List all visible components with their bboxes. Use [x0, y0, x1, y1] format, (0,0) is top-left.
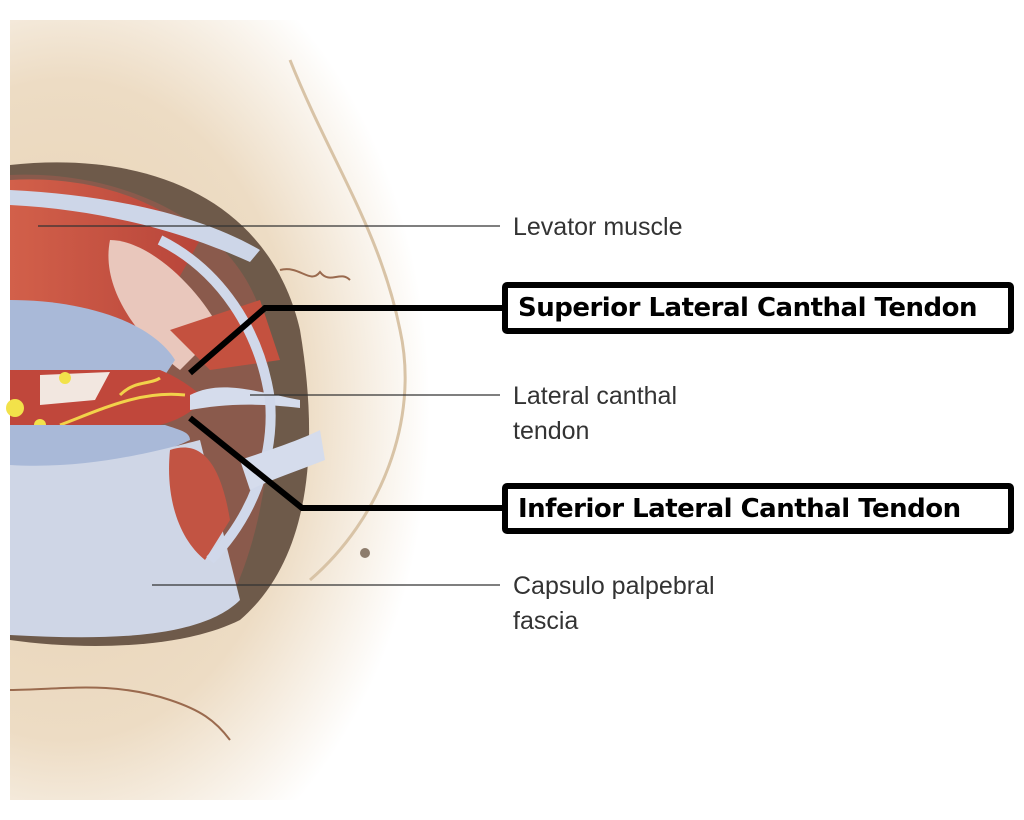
superior-leader-line	[188, 305, 505, 376]
upper-tarsus	[10, 300, 175, 375]
capsulo-label-line1: Capsulo palpebral	[513, 572, 715, 600]
levator-label: Levator muscle	[513, 213, 683, 241]
lateral-canthal-label-line1: Lateral canthal	[513, 382, 678, 410]
capsulo-label-line2: fascia	[513, 607, 579, 635]
inferior-callout-label: Inferior Lateral Canthal Tendon	[518, 493, 961, 524]
inferior-callout-box: Inferior Lateral Canthal Tendon	[502, 483, 1014, 534]
lower-tarsus	[10, 425, 190, 470]
lateral-canthal-label-line2: tendon	[513, 417, 590, 445]
superior-callout-box: Superior Lateral Canthal Tendon	[502, 282, 1014, 334]
inferior-leader-line	[188, 415, 505, 511]
superior-callout-label: Superior Lateral Canthal Tendon	[518, 293, 977, 323]
globe-region	[10, 370, 205, 425]
